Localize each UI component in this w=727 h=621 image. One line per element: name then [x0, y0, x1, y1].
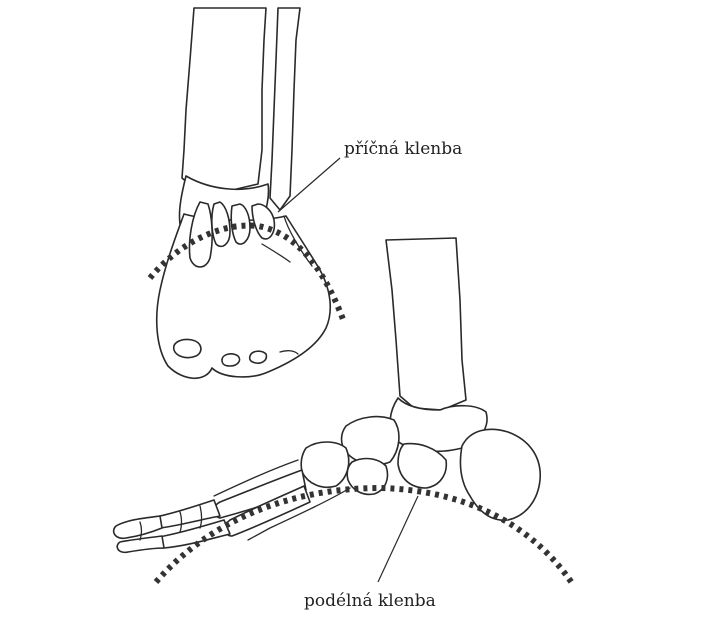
side-navicular	[342, 417, 399, 465]
front-tibia	[182, 8, 266, 192]
side-cuneiform-1	[301, 442, 349, 487]
front-toe-3	[250, 351, 267, 363]
front-toe-2	[222, 354, 240, 366]
front-view-foot	[157, 8, 331, 378]
longitudinal-arch-leader	[378, 496, 418, 582]
front-fibula	[270, 8, 300, 210]
side-distal-toe	[114, 516, 162, 538]
longitudinal-arch-label: podélná klenba	[304, 591, 436, 611]
front-toe-1	[174, 339, 201, 357]
side-tibia	[386, 238, 466, 410]
transverse-arch-label: příčná klenba	[344, 139, 462, 159]
